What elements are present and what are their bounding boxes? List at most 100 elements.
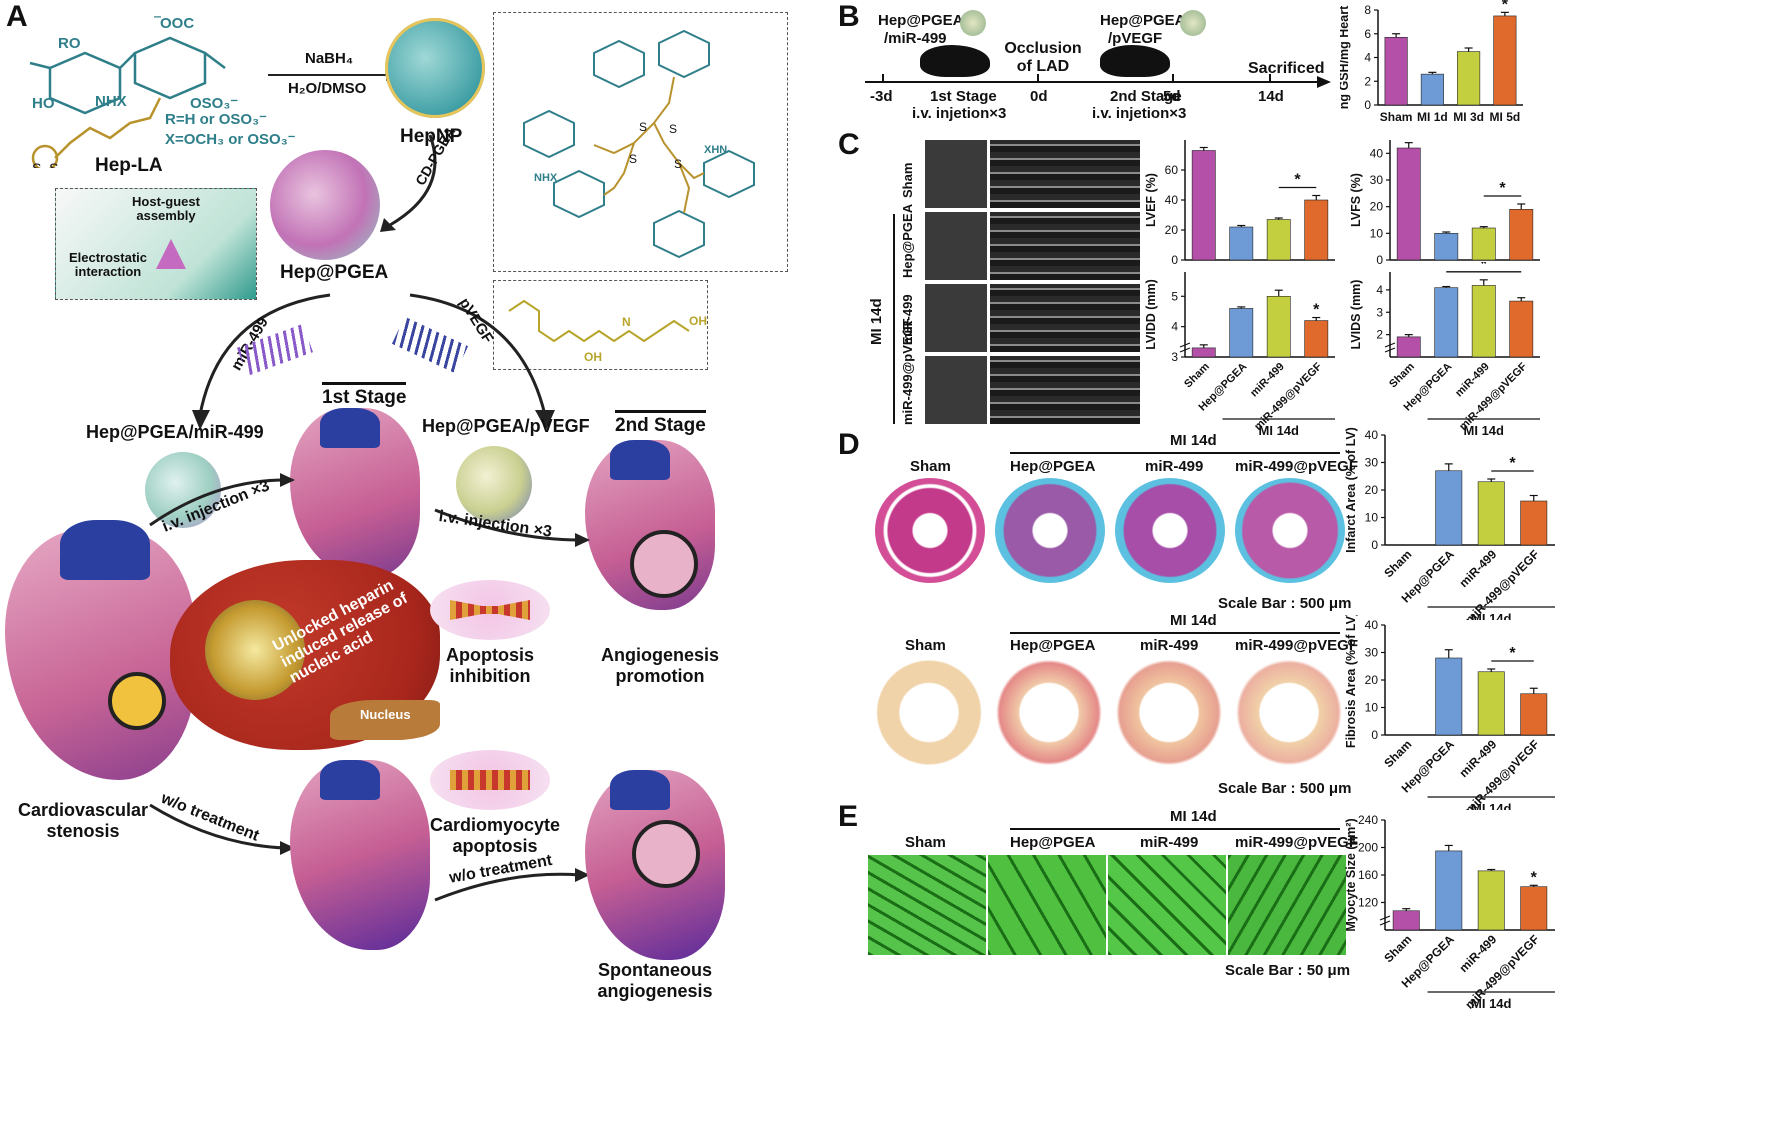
stage2-label: 2nd Stage: [615, 410, 706, 437]
lvfs-ytick-label-3: 30: [1370, 173, 1384, 187]
heart-vessel-2: [610, 440, 670, 480]
fibrosis-cat-2: miR-499: [1456, 737, 1499, 780]
fibrosis-group-label: MI 14d: [1471, 801, 1512, 810]
stenosis-zoom-circle: [108, 672, 166, 730]
infarct-ytick-label-2: 20: [1365, 483, 1379, 497]
d-scale-1: Scale Bar : 500 μm: [1218, 595, 1352, 612]
lvids-break-1: [1384, 342, 1396, 348]
d-col-mir: miR-499: [1145, 458, 1204, 475]
myocyte-cat-0: Sham: [1381, 932, 1414, 965]
hep-la-structure: RO ‾OOC HO NHX OSO₃⁻ S–S: [29, 15, 238, 168]
panel-label-b: B: [838, 0, 860, 33]
svg-text:N: N: [622, 315, 631, 329]
myocyte-ytick-label-2: 200: [1358, 841, 1378, 855]
lvidd-break-1: [1179, 342, 1191, 348]
myocyte-group-label: MI 14d: [1471, 996, 1512, 1011]
electrostatic-label: Electrostatic interaction: [68, 250, 148, 279]
gsh-sig-3: *: [1502, 0, 1509, 13]
svg-text:S: S: [669, 122, 677, 136]
d-col2-vegf: miR-499@pVEGF: [1235, 637, 1358, 654]
lvids-ylabel: LVIDS (mm): [1349, 280, 1363, 350]
r-definition: R=H or OSO₃⁻: [165, 111, 267, 128]
d-he-mir: [1115, 478, 1225, 583]
d-mi-label-2: MI 14d: [1170, 612, 1217, 629]
b-occlusion-line2: of LAD: [1016, 58, 1070, 75]
myocyte-break-1: [1379, 915, 1391, 921]
d-he-vegf: [1235, 478, 1345, 583]
echo-mmode-hep: [990, 212, 1140, 280]
gsh-ytick-label-2: 4: [1364, 51, 1371, 65]
svg-text:NHX: NHX: [534, 172, 558, 184]
pgea-structure: N OH OH: [508, 299, 707, 364]
lvef-ytick-label-2: 40: [1165, 193, 1179, 207]
hep-la-label: Hep-LA: [95, 155, 163, 176]
lvids-group-label: MI 14d: [1464, 423, 1505, 438]
released-np: [205, 600, 305, 700]
lvidd-ytick-label-1: 4: [1171, 320, 1178, 334]
lvef-ytick-label-1: 20: [1165, 223, 1179, 237]
d-scale-2: Scale Bar : 500 μm: [1218, 780, 1352, 797]
gsh-cat-3: MI 5d: [1490, 110, 1521, 124]
svg-text:S: S: [674, 157, 682, 171]
gsh-ytick-label-0: 0: [1364, 98, 1371, 112]
myocyte-ytick-label-1: 160: [1358, 868, 1378, 882]
angiogenesis-zoom-circle: [630, 530, 698, 598]
heart-vessel-4: [610, 770, 670, 810]
fibrosis-ytick-label-1: 10: [1365, 701, 1379, 715]
apoptosis-inhibition-cell: [430, 580, 550, 640]
myocyte-bar-0: [1392, 910, 1420, 931]
svg-text:OH: OH: [689, 314, 707, 328]
svg-text:NHX: NHX: [95, 93, 127, 110]
c-row-vegf: miR-499@pVEGF: [900, 318, 915, 425]
panel-label-d: D: [838, 428, 860, 461]
b-timeline: [865, 74, 1331, 88]
cardiomyocyte-apoptosis-cell: [430, 750, 550, 810]
lvfs-ytick-label-1: 10: [1370, 226, 1384, 240]
c-row-hep: Hep@PGEA: [900, 203, 915, 278]
lvidd-ylabel: LVIDD (mm): [1144, 279, 1158, 350]
myocyte-bar-2: [1477, 870, 1505, 931]
panel-label-a: A: [6, 0, 28, 33]
lvfs-ylabel: LVFS (%): [1349, 173, 1363, 227]
b-np2-icon: [1180, 10, 1206, 36]
gsh-cat-1: MI 1d: [1417, 110, 1448, 124]
lvids-bar-2: [1471, 285, 1496, 358]
myocyte-bar-3: [1520, 886, 1548, 931]
d-col2-mir: miR-499: [1140, 637, 1199, 654]
iv-arrow-1: [149, 473, 295, 527]
b-stage2-line1: 2nd Stage: [1110, 88, 1182, 105]
echo-bmode-vegf: [925, 356, 987, 424]
lvidd-sig-3: *: [1313, 302, 1320, 319]
cyclodextrin-shape: [156, 239, 186, 269]
myocyte-ylabel: Myocyte Size (μm²): [1344, 818, 1358, 931]
myocyte-ytick-label-3: 240: [1358, 813, 1378, 827]
gsh-ylabel: ng GSH/mg Heart: [1340, 5, 1351, 109]
gsh-cat-0: Sham: [1380, 110, 1413, 124]
d-he-sham: [875, 478, 985, 583]
solvent-label: H₂O/DMSO: [288, 80, 367, 97]
lvidd-cat-2: miR-499: [1248, 361, 1287, 400]
e-col-vegf: miR-499@pVEGF: [1235, 834, 1358, 851]
cardio-stenosis-line2: stenosis: [46, 821, 120, 841]
d-col-sham: Sham: [910, 458, 951, 475]
cd-pgea-arrow: [380, 134, 437, 232]
d-fib-hep: [990, 655, 1108, 770]
b-np2-line1: Hep@PGEA: [1100, 12, 1186, 29]
d-col2-hep: Hep@PGEA: [1010, 637, 1096, 654]
hep-pgea-label: Hep@PGEA: [280, 262, 389, 283]
d-fib-vegf: [1230, 655, 1348, 770]
heart-vessel-3: [320, 760, 380, 800]
cardiomyocyte-icon-1: [450, 600, 530, 620]
b-np2-line2: /pVEGF: [1108, 30, 1163, 47]
fibrosis-ytick-label-3: 30: [1365, 646, 1379, 660]
lvfs-bar-3: [1509, 209, 1534, 261]
gsh-cat-2: MI 3d: [1453, 110, 1484, 124]
e-mi-line: [1010, 828, 1340, 830]
fibrosis-bar-3: [1520, 693, 1548, 736]
infarct-cat-3: miR-499@pVEGF: [1462, 547, 1541, 620]
d-mi-line-1: [1010, 452, 1340, 454]
